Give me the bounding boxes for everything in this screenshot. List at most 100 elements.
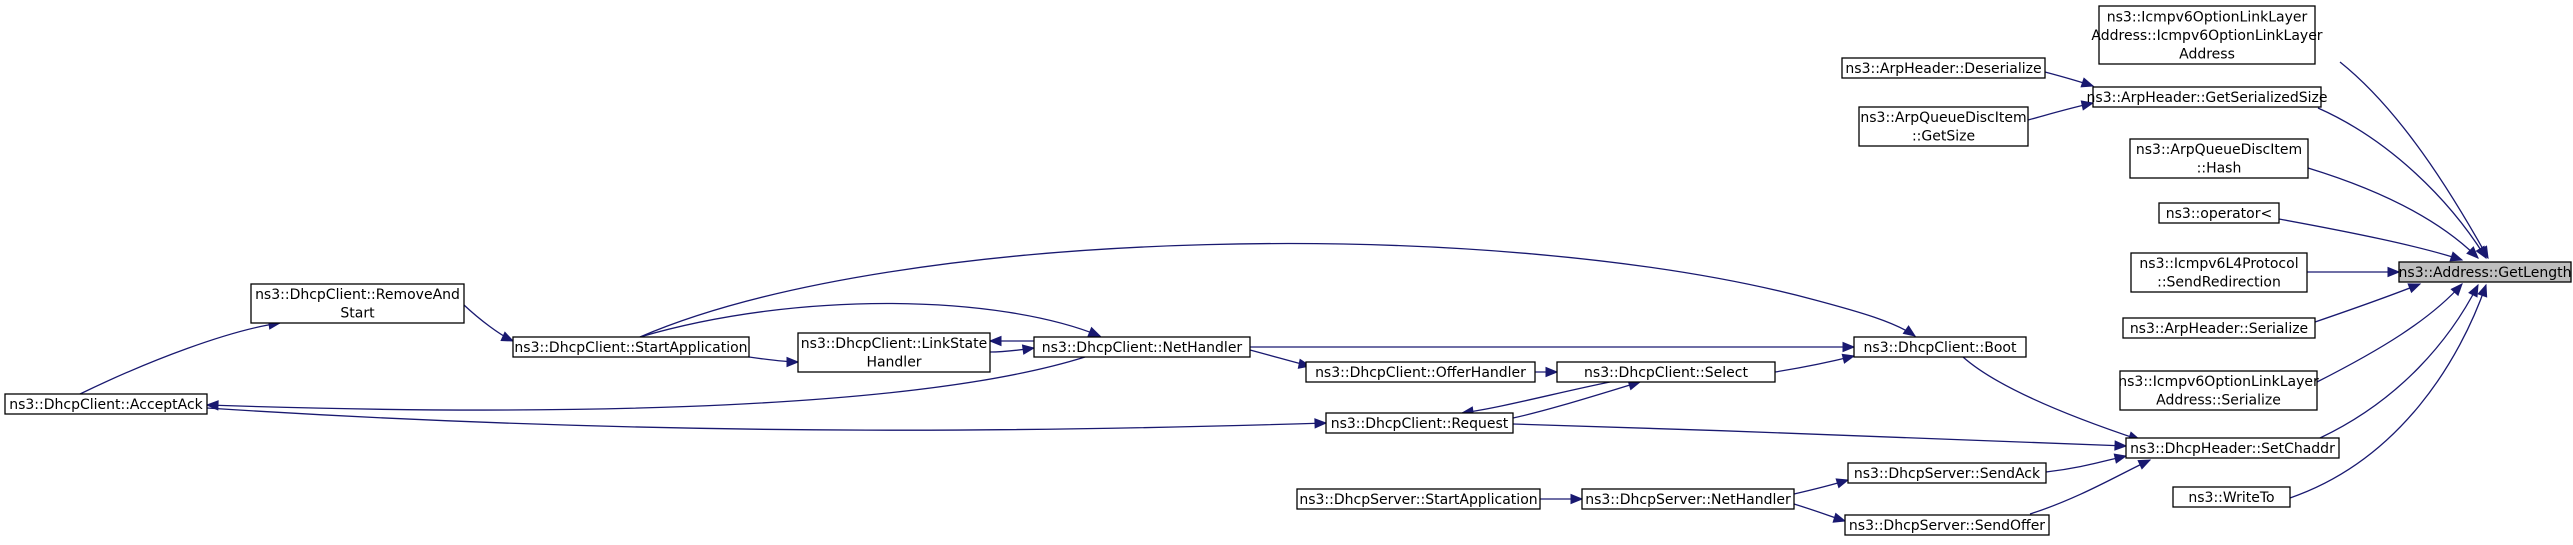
node-label: ns3::ArpHeader::Deserialize: [1845, 61, 2041, 77]
node-acceptAck[interactable]: ns3::DhcpClient::AcceptAck: [4, 393, 208, 415]
edge-srvNetHandler-to-sendAck: [1793, 478, 1850, 495]
node-label: ns3::ArpHeader::Serialize: [2130, 321, 2308, 337]
edge-netHandler-to-acceptAck: [205, 356, 1086, 411]
edge-line: [2339, 61, 2489, 259]
edge-arpQHash-to-root: [2307, 167, 2479, 259]
edge-arrowhead: [1835, 478, 1850, 489]
node-offerHandler[interactable]: ns3::DhcpClient::OfferHandler: [1305, 361, 1536, 383]
node-box: [1841, 57, 2046, 79]
edge-startApp-to-linkState: [748, 356, 800, 368]
edge-setChaddr-to-root: [2319, 283, 2479, 439]
edge-startApp-to-boot: [639, 242, 1917, 338]
node-netHandler[interactable]: ns3::DhcpClient::NetHandler: [1033, 336, 1251, 358]
edge-netHandler-to-linkState: [988, 335, 1035, 347]
node-label: Start: [340, 306, 375, 322]
node-box: [2092, 86, 2322, 108]
node-label: ns3::DhcpServer::NetHandler: [1585, 492, 1791, 508]
node-icmpRedir[interactable]: ns3::Icmpv6L4Protocol::SendRedirection: [2130, 252, 2308, 293]
nodes-layer: ns3::Address::GetLengthns3::Icmpv6Option…: [4, 5, 2572, 536]
edge-line: [639, 242, 1916, 338]
edge-offerHandler-to-select: [1535, 366, 1559, 378]
edge-line: [2317, 107, 2487, 259]
edge-opLess-to-root: [2278, 218, 2464, 262]
node-box: [4, 393, 208, 415]
edge-line: [1512, 423, 2127, 447]
edge-arrowhead: [988, 335, 1002, 347]
node-select[interactable]: ns3::DhcpClient::Select: [1556, 361, 1776, 383]
edge-arrowhead: [1841, 353, 1856, 364]
node-box: [1858, 106, 2029, 147]
node-label: ns3::DhcpServer::SendOffer: [1849, 518, 2045, 534]
node-box: [2398, 261, 2572, 283]
edge-line: [2307, 167, 2479, 259]
edge-arrowhead: [1832, 512, 1847, 523]
node-label: ns3::Icmpv6L4Protocol: [2139, 256, 2298, 272]
node-srvStartApp[interactable]: ns3::DhcpServer::StartApplication: [1296, 488, 1541, 510]
edge-removeAndStart-to-startApp: [463, 304, 515, 342]
node-root[interactable]: ns3::Address::GetLength: [2398, 261, 2572, 283]
node-request[interactable]: ns3::DhcpClient::Request: [1325, 412, 1514, 434]
node-box: [2158, 202, 2280, 224]
node-box: [2122, 317, 2316, 339]
edge-arrowhead: [2114, 440, 2128, 451]
node-opLess[interactable]: ns3::operator<: [2158, 202, 2280, 224]
node-arpQGetSize[interactable]: ns3::ArpQueueDiscItem::GetSize: [1858, 106, 2029, 147]
node-arpDeser[interactable]: ns3::ArpHeader::Deserialize: [1841, 57, 2046, 79]
node-label: ns3::Address::GetLength: [2399, 265, 2572, 281]
edge-line: [2314, 283, 2421, 323]
edge-arrowhead: [2450, 283, 2463, 297]
edge-arpSize-to-root: [2317, 107, 2487, 260]
node-arpSer[interactable]: ns3::ArpHeader::Serialize: [2122, 317, 2316, 339]
node-box: [1853, 336, 2027, 358]
node-icmpSer[interactable]: ns3::Icmpv6OptionLinkLayerAddress::Seria…: [2118, 370, 2319, 411]
node-label: ns3::WriteTo: [2188, 490, 2274, 506]
edge-line: [2045, 455, 2127, 473]
edge-arrowhead: [1570, 493, 1584, 505]
edge-arrowhead: [2475, 245, 2487, 260]
edge-arrowhead: [2387, 266, 2401, 278]
node-startApp[interactable]: ns3::DhcpClient::StartApplication: [512, 336, 750, 358]
node-sendOffer[interactable]: ns3::DhcpServer::SendOffer: [1844, 514, 2050, 536]
edge-srvNetHandler-to-sendOffer: [1793, 503, 1847, 523]
edge-line: [2289, 284, 2487, 499]
node-box: [2119, 370, 2318, 411]
edge-writeTo-to-root: [2289, 283, 2488, 499]
edge-line: [639, 302, 1101, 338]
edge-icmpSer-to-root: [2316, 283, 2463, 383]
node-arpQHash[interactable]: ns3::ArpQueueDiscItem::Hash: [2129, 138, 2309, 179]
node-sendAck[interactable]: ns3::DhcpServer::SendAck: [1847, 462, 2047, 484]
node-box: [1325, 412, 1514, 434]
edge-arrowhead: [2080, 100, 2095, 111]
node-box: [1556, 361, 1776, 383]
edge-select-to-request: [1460, 381, 1611, 417]
node-setChaddr[interactable]: ns3::DhcpHeader::SetChaddr: [2125, 437, 2340, 459]
edge-arpQGetSize-to-arpSize: [2027, 100, 2095, 121]
edge-arrowhead: [2468, 283, 2479, 298]
edge-arrowhead: [1842, 341, 1856, 353]
node-label: ns3::Icmpv6OptionLinkLayer: [2107, 9, 2308, 25]
node-boot[interactable]: ns3::DhcpClient::Boot: [1853, 336, 2027, 358]
edge-arrowhead: [786, 356, 800, 368]
edge-arrowhead: [1902, 325, 1917, 337]
edge-boot-to-setChaddr: [1962, 356, 2142, 442]
edge-arpDeser-to-arpSize: [2044, 71, 2095, 88]
edge-request-to-setChaddr: [1512, 423, 2128, 451]
node-label: ns3::DhcpClient::Select: [1584, 365, 1748, 381]
node-arpSize[interactable]: ns3::ArpHeader::GetSerializedSize: [2087, 86, 2328, 108]
edge-arpSer-to-root: [2314, 283, 2422, 323]
node-label: ns3::DhcpClient::OfferHandler: [1315, 365, 1526, 381]
node-box: [2130, 252, 2308, 293]
node-icmpv6Ctor[interactable]: ns3::Icmpv6OptionLinkLayerAddress::Icmpv…: [2091, 5, 2323, 65]
node-label: ns3::DhcpClient::AcceptAck: [9, 397, 203, 413]
node-box: [797, 332, 991, 373]
node-srvNetHandler[interactable]: ns3::DhcpServer::NetHandler: [1581, 488, 1795, 510]
edge-acceptAck-to-request: [206, 407, 1328, 431]
node-label: ns3::ArpQueueDiscItem: [1860, 110, 2026, 126]
node-label: ns3::DhcpServer::StartApplication: [1299, 492, 1537, 508]
node-writeTo[interactable]: ns3::WriteTo: [2172, 486, 2291, 508]
node-box: [1847, 462, 2047, 484]
node-label: ns3::operator<: [2166, 206, 2272, 222]
